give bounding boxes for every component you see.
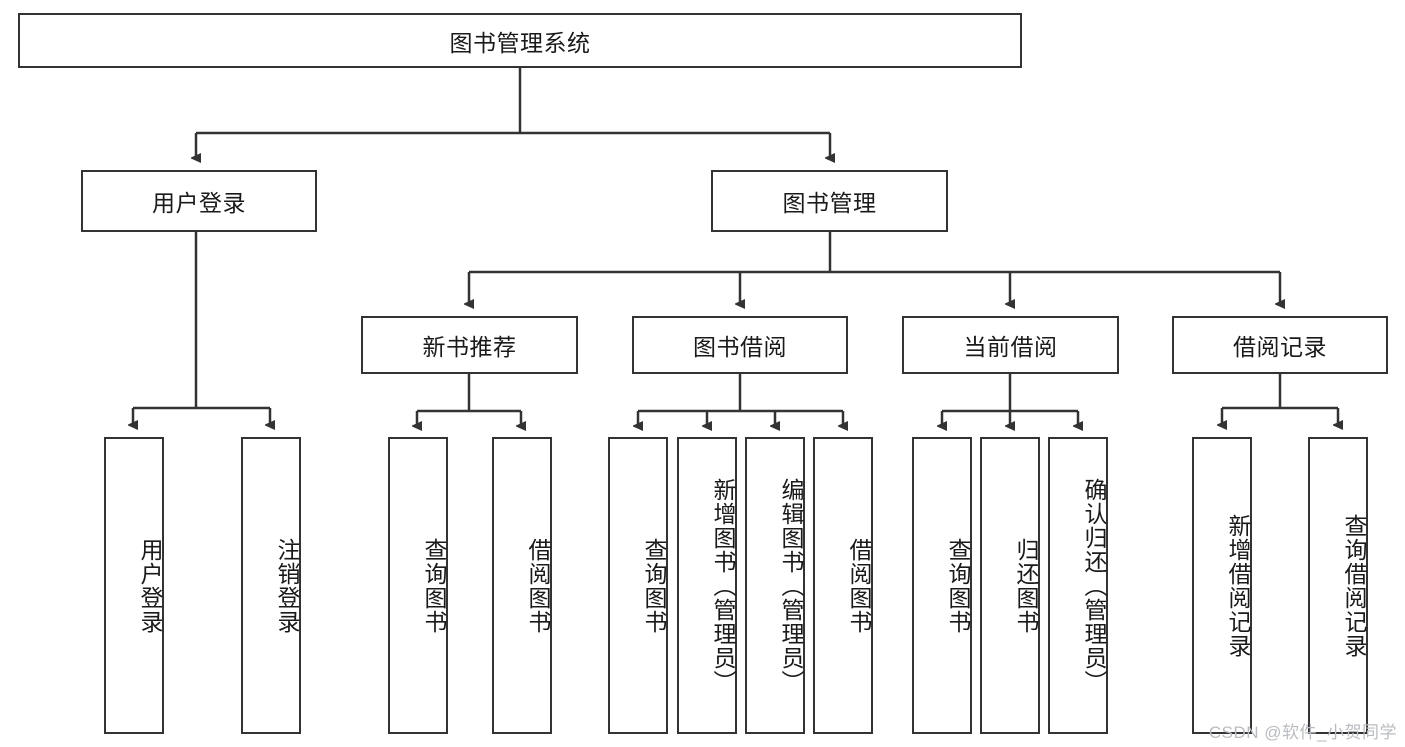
- leaf-label: 借阅图书: [525, 537, 551, 634]
- node-new-book-recommend-label: 新书推荐: [422, 334, 517, 360]
- node-borrow-record[interactable]: 借阅记录: [1172, 316, 1388, 374]
- node-book-borrow[interactable]: 图书借阅: [632, 316, 848, 374]
- leaf-label: 用户登录: [137, 537, 163, 634]
- leaf-record-add[interactable]: 新增借阅记录: [1192, 437, 1252, 734]
- leaf-new-book-query[interactable]: 查询图书: [388, 437, 448, 734]
- leaf-current-return-book[interactable]: 归还图书: [980, 437, 1040, 734]
- leaf-label: 归还图书: [1013, 537, 1039, 634]
- leaf-label: 查询图书: [641, 537, 667, 634]
- leaf-label: 查询借阅记录: [1341, 513, 1367, 658]
- leaf-label: 查询图书: [421, 537, 447, 634]
- node-root[interactable]: 图书管理系统: [18, 13, 1022, 68]
- leaf-label: 确认归还（管理员）: [1081, 477, 1107, 694]
- node-new-book-recommend[interactable]: 新书推荐: [361, 316, 578, 374]
- leaf-current-query-book[interactable]: 查询图书: [912, 437, 972, 734]
- node-root-label: 图书管理系统: [449, 29, 591, 56]
- leaf-borrow-borrow-book[interactable]: 借阅图书: [813, 437, 873, 734]
- node-user-login-label: 用户登录: [152, 190, 246, 216]
- leaf-user-login-logout[interactable]: 注销登录: [241, 437, 301, 734]
- leaf-record-query[interactable]: 查询借阅记录: [1308, 437, 1368, 734]
- leaf-label: 编辑图书（管理员）: [778, 477, 804, 694]
- leaf-label: 注销登录: [274, 537, 300, 634]
- node-current-borrow[interactable]: 当前借阅: [902, 316, 1119, 374]
- leaf-borrow-edit-book[interactable]: 编辑图书（管理员）: [745, 437, 805, 734]
- node-book-management[interactable]: 图书管理: [711, 170, 948, 232]
- leaf-borrow-query-book[interactable]: 查询图书: [608, 437, 668, 734]
- node-user-login[interactable]: 用户登录: [81, 170, 317, 232]
- leaf-label: 借阅图书: [846, 537, 872, 634]
- node-current-borrow-label: 当前借阅: [963, 334, 1058, 360]
- node-book-management-label: 图书管理: [782, 190, 877, 216]
- leaf-label: 新增图书（管理员）: [710, 477, 736, 694]
- node-borrow-record-label: 借阅记录: [1233, 334, 1327, 360]
- leaf-new-book-borrow[interactable]: 借阅图书: [492, 437, 552, 734]
- node-book-borrow-label: 图书借阅: [693, 334, 787, 360]
- leaf-borrow-add-book[interactable]: 新增图书（管理员）: [677, 437, 737, 734]
- leaf-current-confirm-return[interactable]: 确认归还（管理员）: [1048, 437, 1108, 734]
- leaf-user-login-login[interactable]: 用户登录: [104, 437, 164, 734]
- leaf-label: 查询图书: [945, 537, 971, 634]
- leaf-label: 新增借阅记录: [1225, 513, 1251, 658]
